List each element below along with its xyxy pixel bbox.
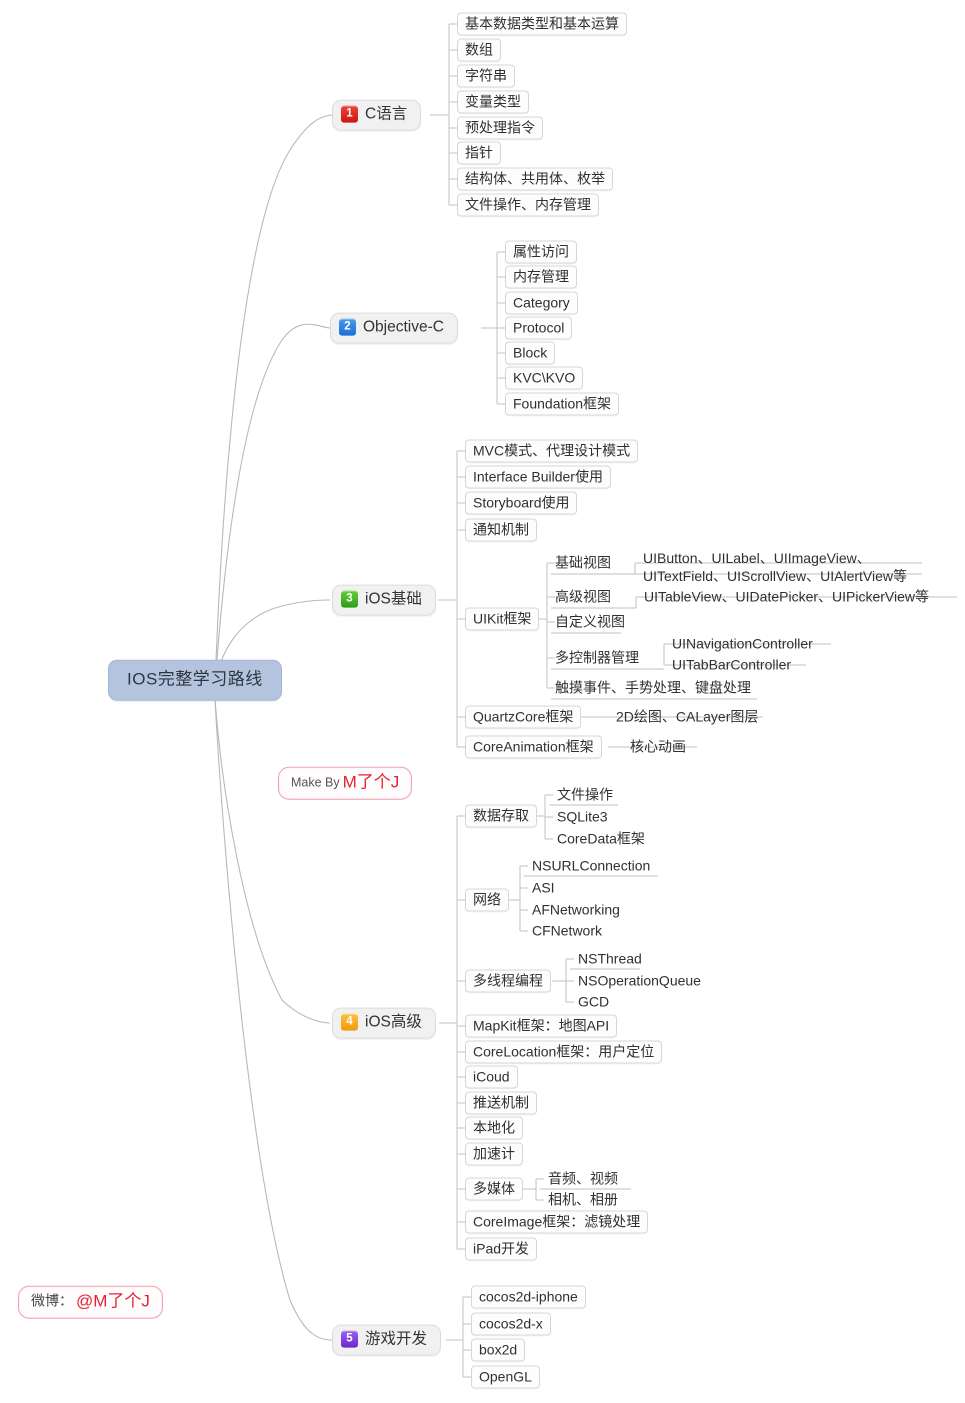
- leaf-node[interactable]: 字符串: [457, 64, 515, 88]
- leaf-node-ipad[interactable]: iPad开发: [465, 1237, 538, 1261]
- leaf-node[interactable]: Protocol: [505, 316, 573, 340]
- uikit-child-basic-views[interactable]: 基础视图: [555, 554, 611, 571]
- group-item[interactable]: CFNetwork: [532, 922, 603, 939]
- group-label-network[interactable]: 网络: [465, 888, 509, 912]
- leaf-node[interactable]: 指针: [457, 141, 501, 165]
- root-node[interactable]: IOS完整学习路线: [108, 659, 282, 701]
- group-item[interactable]: 音频、视频: [548, 1170, 618, 1187]
- leaf-node[interactable]: 内存管理: [505, 265, 577, 289]
- leaf-node[interactable]: KVC\KVO: [505, 366, 584, 390]
- weibo-stamp: 微博：@M了个J: [18, 1285, 163, 1319]
- leaf-node[interactable]: MVC模式、代理设计模式: [465, 439, 639, 463]
- quartzcore-detail: 2D绘图、CALayer图层: [616, 708, 759, 725]
- group-item[interactable]: AFNetworking: [532, 901, 620, 918]
- leaf-node-icloud[interactable]: iCoud: [465, 1065, 518, 1089]
- leaf-node-quartzcore[interactable]: QuartzCore框架: [465, 705, 582, 729]
- leaf-node[interactable]: 变量类型: [457, 90, 529, 114]
- branch-label: C语言: [365, 105, 408, 123]
- uikit-child-events[interactable]: 触摸事件、手势处理、键盘处理: [555, 679, 751, 696]
- leaf-node-mapkit[interactable]: MapKit框架：地图API: [465, 1014, 618, 1038]
- leaf-node[interactable]: OpenGL: [471, 1365, 540, 1389]
- uikit-child-multi-controller[interactable]: 多控制器管理: [555, 649, 639, 666]
- uikit-child-custom-views[interactable]: 自定义视图: [555, 613, 625, 630]
- leaf-node[interactable]: Storyboard使用: [465, 491, 578, 515]
- group-label-multithreading[interactable]: 多线程编程: [465, 969, 551, 993]
- group-label-multimedia[interactable]: 多媒体: [465, 1177, 523, 1201]
- leaf-node[interactable]: 预处理指令: [457, 116, 543, 140]
- leaf-node-push[interactable]: 推送机制: [465, 1091, 537, 1115]
- badge-4-icon: 4: [341, 1014, 358, 1031]
- branch-ios-basics[interactable]: 3 iOS基础: [332, 584, 436, 616]
- branch-label: iOS高级: [365, 1013, 422, 1031]
- branch-c-language[interactable]: 1 C语言: [332, 99, 422, 131]
- leaf-node[interactable]: cocos2d-x: [471, 1312, 551, 1336]
- branch-label: 游戏开发: [365, 1330, 428, 1348]
- leaf-node[interactable]: box2d: [471, 1338, 526, 1362]
- leaf-node-localization[interactable]: 本地化: [465, 1116, 523, 1140]
- group-item[interactable]: 相机、相册: [548, 1191, 618, 1208]
- uikit-child-advanced-views[interactable]: 高级视图: [555, 588, 611, 605]
- badge-5-icon: 5: [341, 1331, 358, 1348]
- leaf-node-corelocation[interactable]: CoreLocation框架：用户定位: [465, 1040, 663, 1064]
- leaf-node[interactable]: 属性访问: [505, 240, 577, 264]
- leaf-node-accelerometer[interactable]: 加速计: [465, 1142, 523, 1166]
- leaf-node-coreimage[interactable]: CoreImage框架：滤镜处理: [465, 1210, 649, 1234]
- branch-objective-c[interactable]: 2 Objective-C: [330, 312, 458, 344]
- badge-3-icon: 3: [341, 591, 358, 608]
- group-item[interactable]: NSURLConnection: [532, 857, 651, 874]
- group-item[interactable]: NSThread: [578, 950, 642, 967]
- leaf-node-coreanimation[interactable]: CoreAnimation框架: [465, 735, 602, 759]
- uikit-controller-item[interactable]: UINavigationController: [672, 635, 813, 652]
- group-item[interactable]: 文件操作: [557, 786, 613, 803]
- leaf-node[interactable]: 通知机制: [465, 518, 537, 542]
- leaf-node[interactable]: 基本数据类型和基本运算: [457, 12, 627, 36]
- leaf-node[interactable]: cocos2d-iphone: [471, 1285, 586, 1309]
- group-item[interactable]: CoreData框架: [557, 830, 645, 847]
- group-item[interactable]: SQLite3: [557, 808, 608, 825]
- uikit-controller-item[interactable]: UITabBarController: [672, 656, 792, 673]
- leaf-node-uikit[interactable]: UIKit框架: [465, 607, 540, 631]
- leaf-node[interactable]: 文件操作、内存管理: [457, 193, 599, 217]
- leaf-node[interactable]: Interface Builder使用: [465, 465, 611, 489]
- leaf-node[interactable]: 数组: [457, 38, 501, 62]
- branch-game-development[interactable]: 5 游戏开发: [332, 1324, 442, 1356]
- leaf-node[interactable]: 结构体、共用体、枚举: [457, 167, 613, 191]
- uikit-advanced-views-detail: UITableView、UIDatePicker、UIPickerView等: [644, 588, 930, 605]
- weibo-handle: @M了个J: [76, 1291, 150, 1311]
- group-label-data-storage[interactable]: 数据存取: [465, 804, 537, 828]
- leaf-node[interactable]: Block: [505, 341, 556, 365]
- make-by-name: M了个J: [342, 772, 400, 792]
- coreanimation-detail: 核心动画: [630, 738, 686, 755]
- leaf-node[interactable]: Category: [505, 291, 578, 315]
- branch-label: Objective-C: [363, 318, 444, 336]
- uikit-basic-views-detail: UIButton、UILabel、UIImageView、 UITextFiel…: [643, 550, 907, 584]
- group-item[interactable]: NSOperationQueue: [578, 972, 701, 989]
- group-item[interactable]: ASI: [532, 879, 555, 896]
- badge-2-icon: 2: [339, 319, 356, 336]
- make-by-prefix: Make By: [291, 775, 340, 790]
- weibo-prefix: 微博：: [31, 1292, 73, 1309]
- group-item[interactable]: GCD: [578, 993, 610, 1010]
- leaf-node[interactable]: Foundation框架: [505, 392, 620, 416]
- badge-1-icon: 1: [341, 106, 358, 123]
- branch-label: iOS基础: [365, 590, 422, 608]
- branch-ios-advanced[interactable]: 4 iOS高级: [332, 1007, 436, 1039]
